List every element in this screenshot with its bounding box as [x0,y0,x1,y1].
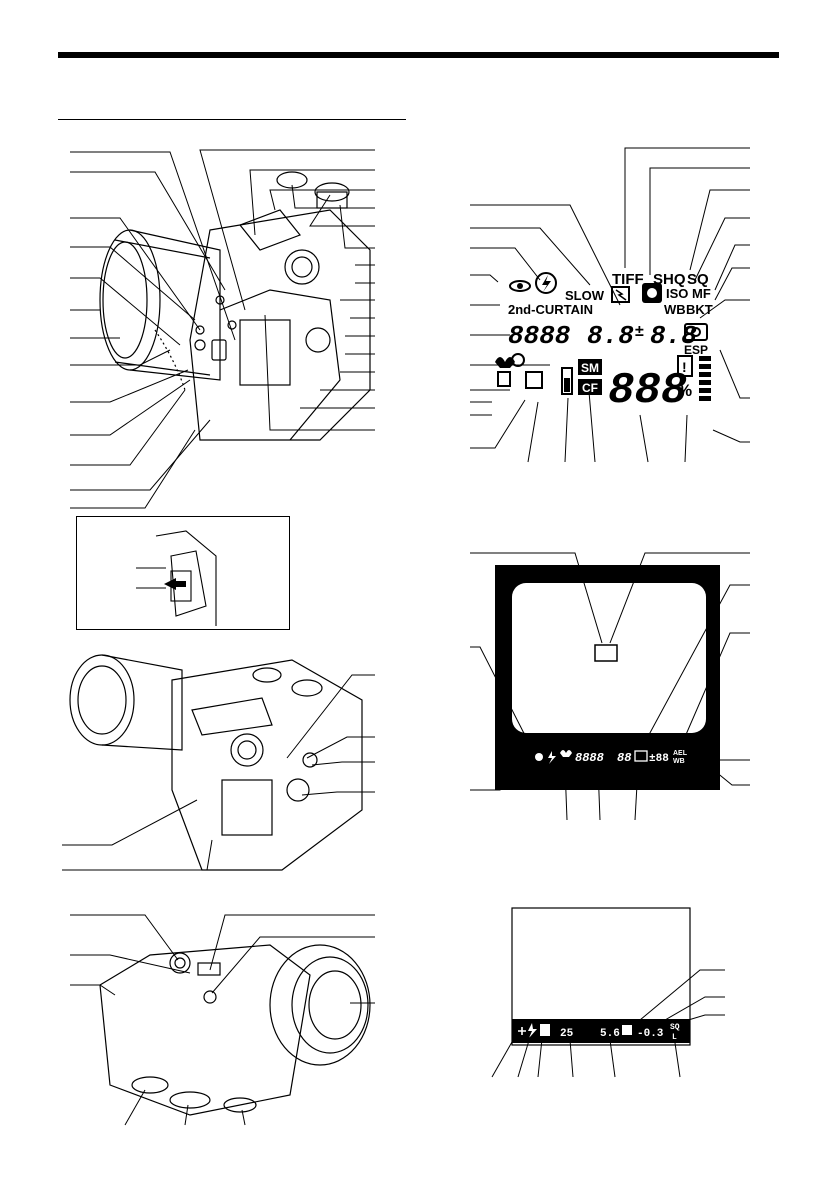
monitor-mode-icon [540,1024,550,1036]
lcd-bkt: BKT [686,302,713,317]
metering-icon [684,323,708,341]
lcd-shutter-digits: 8888 [508,321,571,351]
monitor-flash-icon [528,1023,537,1038]
monitor-shutter: 25 [560,1028,574,1040]
red-eye-icon [509,280,531,292]
shutter-button [169,952,191,974]
lcd-warning: ! [682,359,687,375]
monitor-exposure: -0.3 [637,1028,664,1040]
viewfinder-diagram: 8888 88 ±88 AEL WB [470,552,750,821]
control-dial [314,182,350,202]
lcd-frames-digits: 888 [608,366,687,416]
monitor-aperture: 5.6 [600,1028,620,1040]
af-target-mark [594,644,618,662]
vf-exposure-digits: ±88 [649,753,669,765]
lcd-slow: SLOW [565,288,605,303]
lcd-iso: ISO [666,286,688,301]
inset-diagram [136,530,217,626]
monitor-quality: SQ [670,1023,680,1032]
lens-barrel [99,229,161,371]
monitor-diagram: 25 5.6 -0.3 SQ L [491,907,725,1078]
section-rule [58,119,406,120]
lcd-wb: WB [664,302,686,317]
lcd-sm: SM [581,361,599,375]
lcd-quality-sq: SQ [687,271,709,288]
lcd-exposure-digits: 8.8 [650,321,697,351]
lcd-monitor [239,319,291,386]
card-icon [497,371,511,387]
vf-flash-icon [548,751,556,764]
header-rule [58,52,779,58]
lcd-quality-tiff: TIFF [612,271,644,288]
arrow-pad [305,327,331,353]
eyepiece [284,249,320,285]
vf-aperture-digits: 88 [617,751,631,765]
hot-shoe [239,209,301,251]
battery-icon [561,367,573,395]
self-timer-icon [511,353,525,367]
vf-macro-icon [560,750,572,757]
lcd-exposure-sign: ± [635,323,644,340]
camera-bottom-diagram [70,914,375,1126]
camera-front-diagram [70,149,375,509]
monitor-metering-icon [622,1025,632,1035]
vf-wb: WB [673,758,685,765]
viewfinder-screen [512,583,706,733]
monitor-af-icon [518,1027,526,1035]
lens-front-bottom [269,944,371,1066]
macro-icon [495,357,515,368]
lcd-percent: % [677,381,692,400]
lcd-2nd-curtain: 2nd-CURTAIN [508,302,593,317]
focus-indicator [535,753,543,761]
lcd-cf: CF [582,381,598,395]
flash-icon [535,272,557,294]
back-monitor [221,779,273,836]
memory-gauge [699,356,711,401]
lcd-quality-shq: SHQ [653,271,686,288]
lcd-aperture-digits: 8.8 [587,321,634,351]
vf-ael: AEL [673,750,688,757]
inset-box [76,516,290,630]
lens-front [69,654,135,746]
camera-body [189,209,371,441]
vf-shutter-digits: 8888 [575,751,604,765]
monitor-size: L [672,1033,677,1042]
lcd-esp: ESP [684,343,708,357]
warning-box [677,355,693,377]
lcd-panel-diagram: TIFF SHQ SQ SLOW ISO MF 2nd-CURTAIN WB B… [470,147,750,463]
sm-card-badge [578,359,602,375]
flash-comp-icon [611,286,630,303]
lcd-mf: MF [692,286,711,301]
camera-back-diagram [62,654,375,871]
sequence-icon [525,371,543,389]
vf-metering-icon [634,750,648,762]
cf-card-badge [578,379,602,395]
